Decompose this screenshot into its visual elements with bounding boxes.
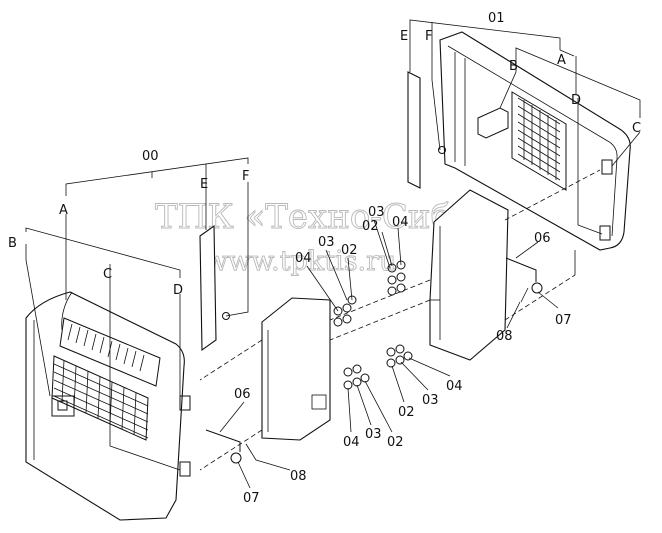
- door-01-grille: [511, 91, 567, 191]
- watermark-company: ТПК «Техно-Сиб»: [155, 197, 472, 237]
- label-E-01: E: [400, 29, 408, 44]
- fastener-stacks: [333, 260, 413, 390]
- label-D-01: D: [571, 93, 581, 108]
- label-08-left: 08: [290, 469, 307, 484]
- label-A-00: A: [59, 203, 68, 218]
- label-02-mid: 02: [341, 243, 358, 258]
- label-04-mid: 04: [295, 251, 312, 266]
- label-F-00: F: [242, 169, 249, 184]
- hinge-01-upper: [601, 159, 613, 175]
- bracket-left: [199, 297, 331, 471]
- label-04-lowright: 04: [446, 379, 463, 394]
- watermark-url: www.tpktis.ru: [205, 246, 396, 277]
- label-06-left: 06: [234, 387, 251, 402]
- label-07-left: 07: [243, 491, 260, 506]
- label-04-top: 04: [392, 215, 409, 230]
- washer-07-right: [531, 282, 543, 294]
- door-00-grille: [51, 355, 149, 441]
- fasteners-low-right: [386, 344, 413, 368]
- label-B-00: B: [8, 236, 17, 251]
- door-assembly-00: [25, 224, 230, 521]
- label-02-low: 02: [387, 435, 404, 450]
- callout-labels: 01 E F A B D C 00 E F A B C D 03 04 02 0…: [8, 11, 641, 506]
- fasteners-low-center: [343, 364, 370, 390]
- rod-parts: [205, 257, 543, 464]
- label-D-00: D: [173, 283, 183, 298]
- label-assembly-00: 00: [142, 149, 159, 164]
- label-C-01: C: [632, 121, 641, 136]
- rod-06-left: [205, 429, 241, 452]
- pin-08-left: [245, 443, 257, 461]
- label-B-01: B: [509, 59, 518, 74]
- label-A-01: A: [557, 53, 566, 68]
- label-04-low: 04: [343, 435, 360, 450]
- label-03-low: 03: [365, 427, 382, 442]
- label-08-right: 08: [496, 329, 513, 344]
- hinge-00-lower: [179, 461, 191, 477]
- hinge-00-upper: [179, 395, 191, 411]
- bolt-01: [438, 146, 446, 154]
- door-00-frame: [25, 291, 185, 521]
- bracket-right: [329, 169, 601, 361]
- leader-lines: [25, 19, 641, 489]
- door-00-handle: [51, 395, 75, 417]
- label-02-top: 02: [362, 219, 379, 234]
- seal-strip-00: [199, 224, 217, 352]
- label-02-lowright: 02: [398, 405, 415, 420]
- label-03-top: 03: [368, 205, 385, 220]
- label-06-right: 06: [534, 231, 551, 246]
- washer-07-left: [230, 452, 242, 464]
- label-03-lowright: 03: [422, 393, 439, 408]
- fasteners-top-right: [387, 260, 406, 296]
- pin-08-right: [520, 287, 529, 303]
- label-03-mid: 03: [318, 235, 335, 250]
- bolt-00: [222, 312, 230, 320]
- label-assembly-01: 01: [488, 11, 505, 26]
- door-00-lock: [57, 400, 68, 411]
- label-C-00: C: [103, 267, 112, 282]
- seal-strip-01: [407, 71, 421, 189]
- label-07-right: 07: [555, 313, 572, 328]
- label-E-00: E: [200, 177, 208, 192]
- label-F-01: F: [425, 29, 432, 44]
- door-assembly-01: [407, 31, 631, 251]
- rod-06-right: [505, 257, 537, 282]
- door-00-vent: [59, 317, 161, 387]
